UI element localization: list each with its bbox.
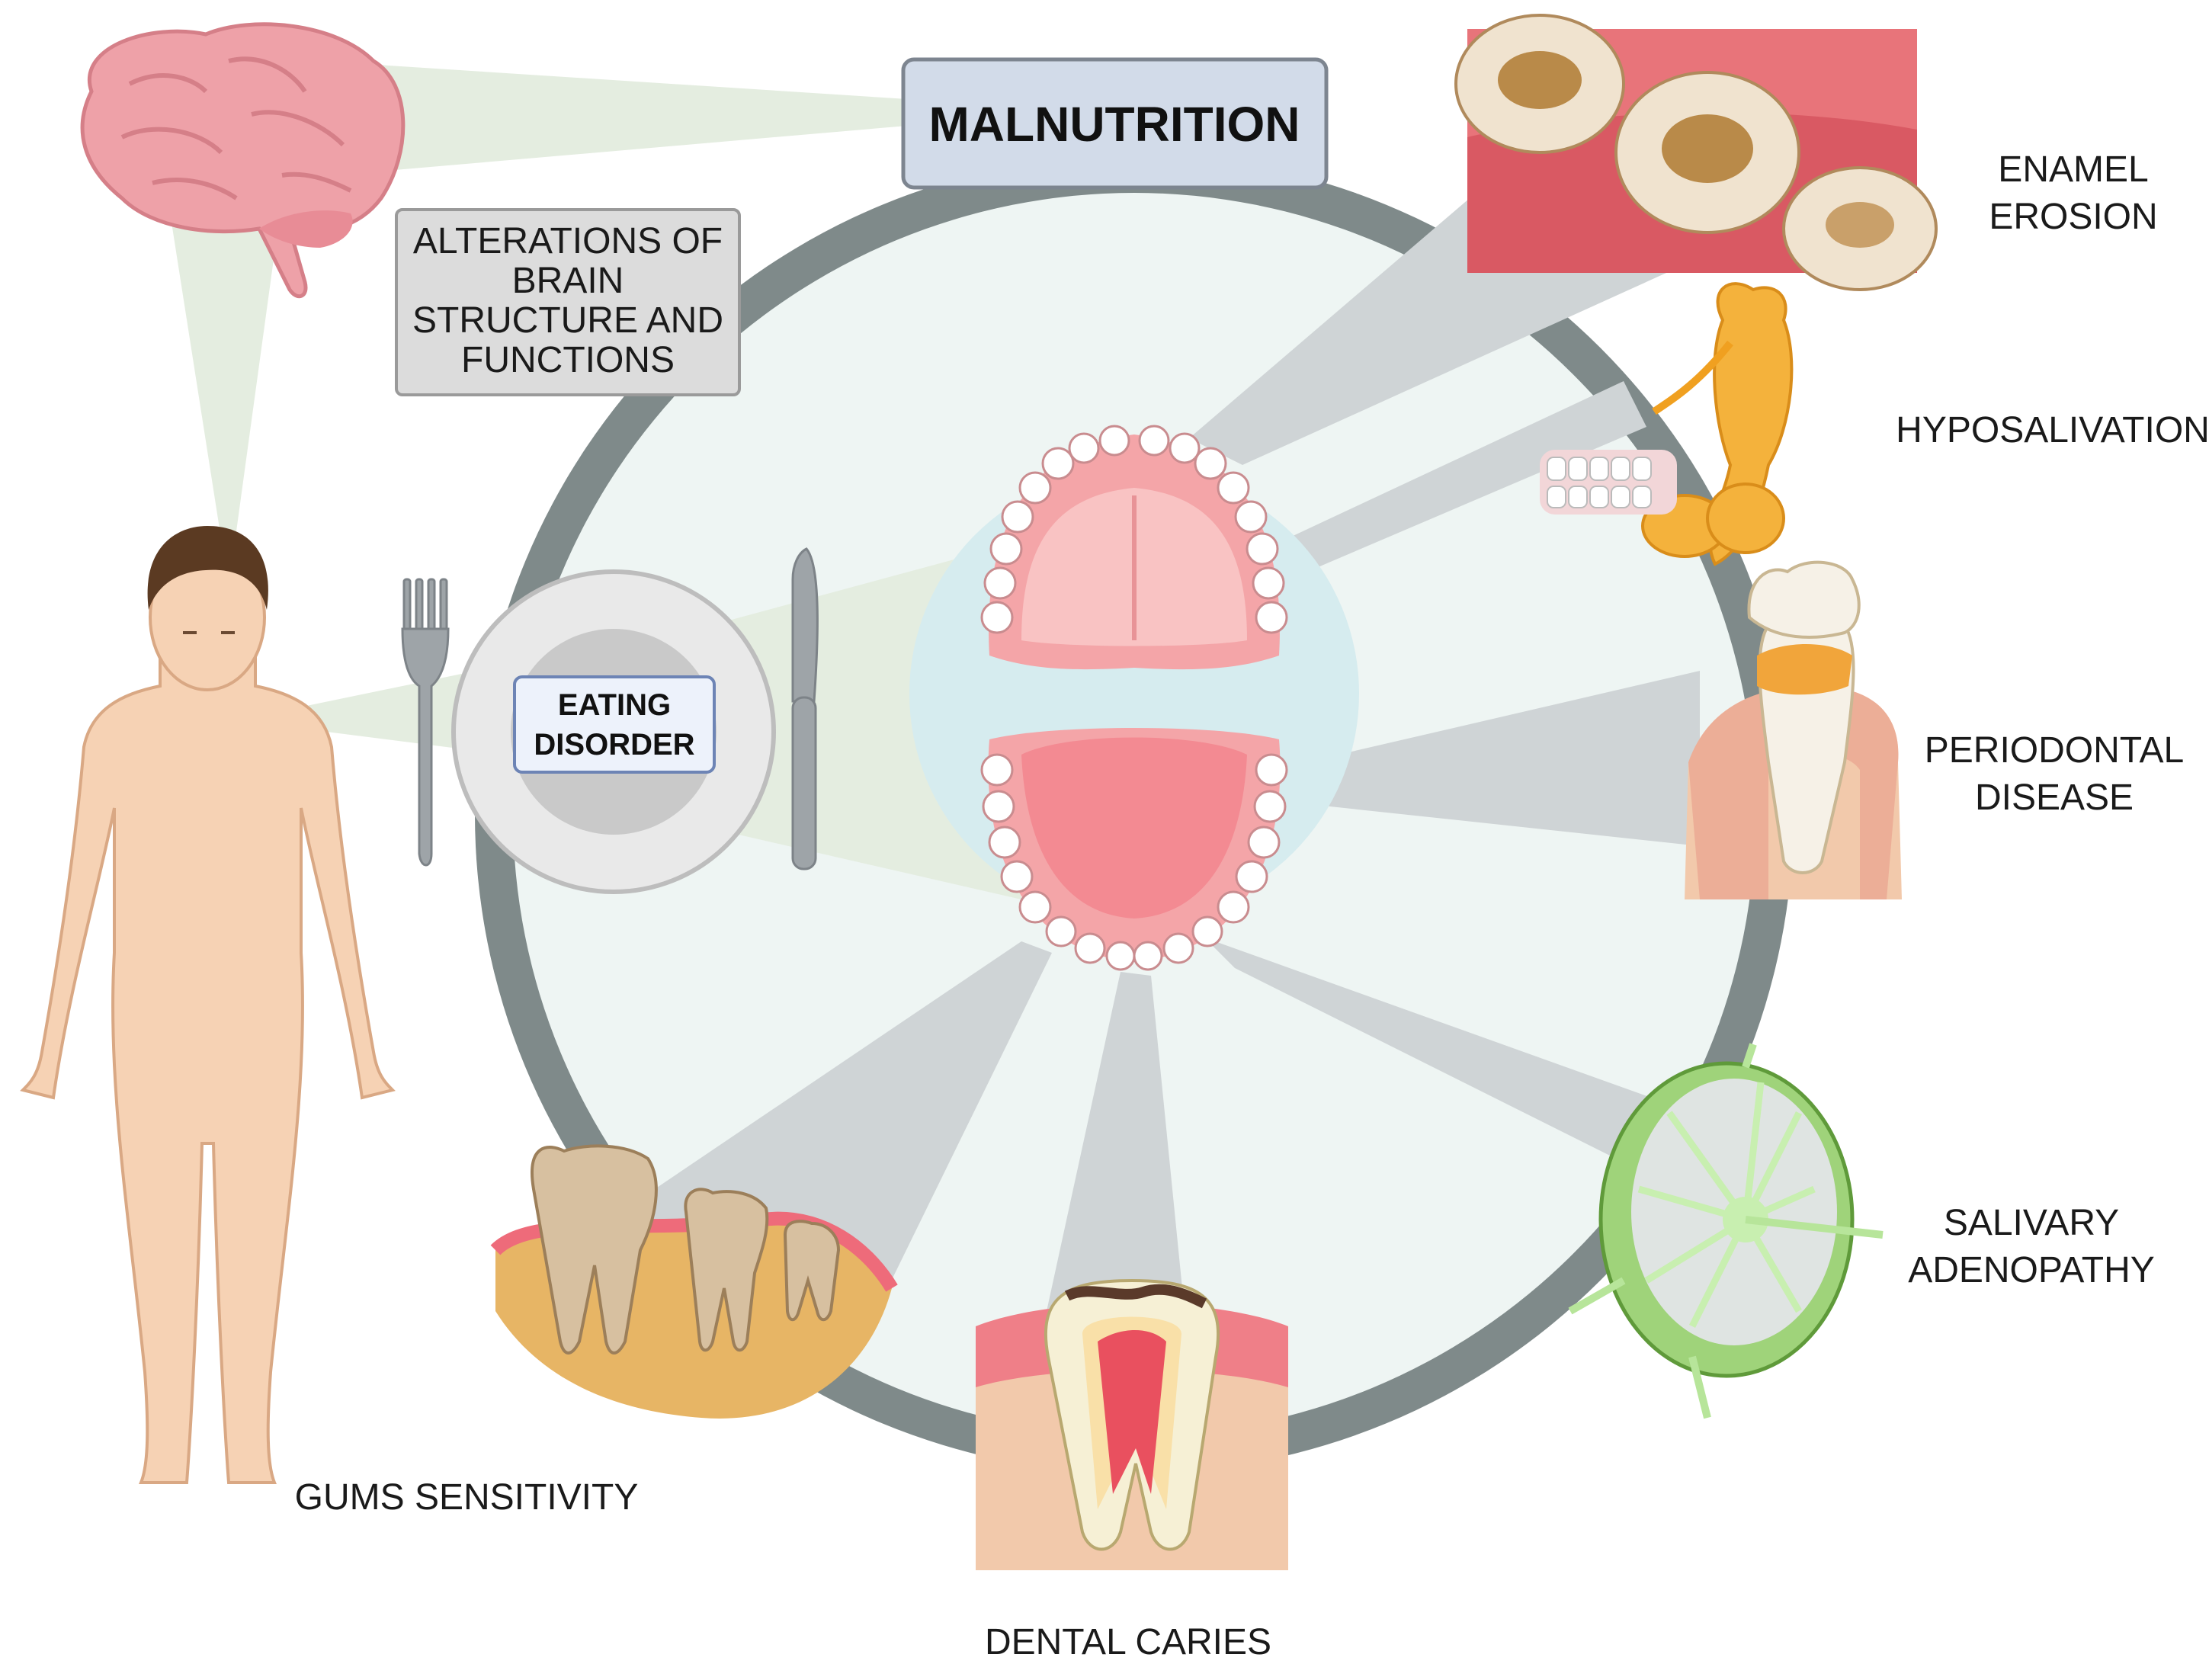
- salivary-gland-icon: [1540, 282, 1794, 566]
- periodontal-disease-label-2: DISEASE: [1975, 777, 2134, 818]
- beam-brain-to-title: [377, 65, 907, 172]
- eating-disorder-label-1: EATING: [558, 688, 671, 722]
- malnutrition-title-box: [901, 57, 1329, 190]
- brain-box-line-3: STRUCTURE AND: [412, 300, 723, 341]
- brain-box-line-2: BRAIN: [512, 261, 624, 301]
- salivary-adenopathy-label-2: ADENOPATHY: [1908, 1250, 2155, 1290]
- periodontal-tooth-icon: [1685, 560, 1902, 899]
- enamel-erosion-label-1: ENAMEL: [1998, 149, 2148, 190]
- dental-caries-label: DENTAL CARIES: [985, 1622, 1271, 1662]
- eating-disorder-box: [513, 675, 716, 774]
- beam-body-to-plate: [236, 671, 476, 751]
- mouth-teeth-icon: [909, 425, 1359, 971]
- enamel-erosion-label-2: EROSION: [1989, 197, 2157, 237]
- malnutrition-title: MALNUTRITION: [928, 97, 1300, 152]
- eroded-molars-icon: [1454, 14, 1938, 291]
- brain-box-line-1: ALTERATIONS OF: [413, 221, 723, 261]
- carious-tooth-icon: [976, 1278, 1288, 1570]
- knife-icon: [791, 547, 819, 870]
- gums-sensitivity-label: GUMS SENSITIVITY: [295, 1477, 639, 1518]
- gums-teeth-icon: [490, 1144, 898, 1419]
- brain-icon: [80, 22, 406, 299]
- periodontal-disease-label-1: PERIODONTAL: [1925, 730, 2185, 771]
- eating-disorder-label-2: DISORDER: [534, 728, 694, 761]
- brain-box-line-4: FUNCTIONS: [461, 340, 675, 380]
- hyposalivation-label: HYPOSALIVATION: [1896, 410, 2209, 450]
- beam-body-to-brain: [168, 198, 282, 587]
- lymph-node-icon: [1568, 1043, 1884, 1419]
- brain-alteration-box: [395, 208, 741, 396]
- salivary-adenopathy-label-1: SALIVARY: [1944, 1203, 2119, 1243]
- human-body-icon: [20, 526, 396, 1484]
- fork-icon: [401, 578, 450, 867]
